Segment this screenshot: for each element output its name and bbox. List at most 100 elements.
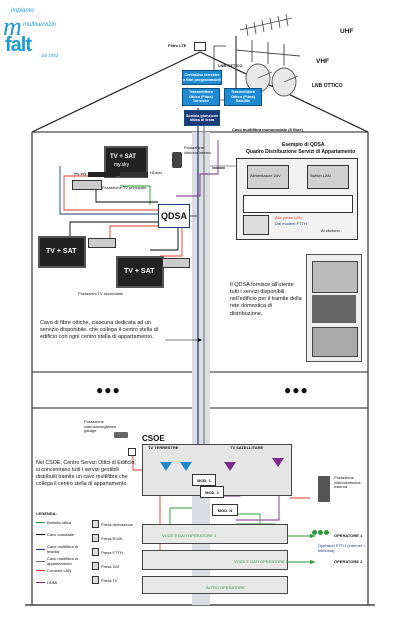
- videocit-panel: [318, 476, 330, 502]
- trasmettitore-sat: Trasmettitore Ottico (Fibra) Satellite: [224, 88, 262, 106]
- mod-1-box: MOD. 1: [192, 474, 216, 486]
- legend-presa-label: Presa TV: [101, 577, 118, 583]
- legend-presa-label: Presa RJ45: [101, 535, 122, 541]
- splitter-sat-2: [224, 462, 236, 471]
- roof-outline: [31, 51, 369, 133]
- vhf-label: VHF: [316, 58, 329, 65]
- operator-bar-2: [142, 550, 288, 570]
- legend-presa-item: Presa TV: [92, 576, 137, 584]
- tv-main-label: TV + SAT: [110, 154, 137, 160]
- intercom-phone: [172, 152, 182, 168]
- outlet-icon: [92, 562, 99, 570]
- vhf-antenna: [235, 40, 301, 66]
- legend-line-swatch: [36, 548, 45, 550]
- stb-hdbox: [120, 172, 148, 177]
- qdsa-example-alim: Alimentatore 24V: [247, 165, 289, 189]
- brand-name: falt: [5, 34, 32, 56]
- legend-line-item: Cavo multifibra di testata: [36, 544, 87, 554]
- cavo-mono-label: Cavo multifibra monomodale (8 fibre): [232, 127, 303, 132]
- stb-mysky: [88, 172, 116, 177]
- qdsa-box: QDSA: [158, 204, 190, 228]
- legend-presa-item: Presa FTTH: [92, 548, 137, 556]
- legend-line-label: Cordone LAN: [47, 568, 72, 573]
- legend-title: LEGENDA:: [36, 511, 57, 516]
- qdsa-photo: [306, 254, 362, 362]
- legend-line-item: Cavo multifibra di appartamento: [36, 556, 87, 566]
- legend-presa-label: Presa SAT: [101, 563, 121, 569]
- legend-line-swatch: [36, 582, 45, 583]
- legend-line-swatch: [36, 522, 45, 523]
- tv-right: TV + SAT: [116, 256, 164, 288]
- ftth-op-label: Operatori FTTH (Internet + telefonia): [318, 543, 366, 553]
- outlet-icon: [92, 534, 99, 542]
- mod-2-box: MOD. 2: [200, 486, 224, 498]
- legend-line-item: Bretella ottica: [36, 520, 87, 525]
- qdsa-example-row: [243, 195, 353, 213]
- altro-label: ALTRO OPERATORE: [206, 585, 245, 590]
- wall-sockets-right: [162, 258, 190, 268]
- floor-dots-left: ●●●: [96, 383, 121, 397]
- legend-presa-item: Presa RJ45: [92, 534, 137, 542]
- uhf-antenna: [239, 13, 293, 37]
- camera-icon: [114, 432, 128, 438]
- scatola-giunzione: Scatola giunzione ottica di testa: [184, 110, 220, 126]
- voce2-label: VOCE E DATI OPERATORE 2: [234, 559, 289, 564]
- tv-left: TV + SAT: [38, 236, 86, 268]
- splitter-terr: [160, 462, 172, 471]
- csoe-title: CSOE: [142, 434, 165, 443]
- splitter-sat-3: [272, 458, 284, 467]
- qdsa-example-citofono: Al citofono: [321, 228, 340, 233]
- postazione-int-label: Postazione citofono interno: [184, 145, 212, 155]
- legend-line-label: Cavo multifibra di testata: [47, 544, 78, 554]
- brand-line1: impianto: [11, 8, 34, 14]
- postazione-sec-label: Postazioni TV secondarie: [78, 291, 124, 296]
- wall-sockets-left: [88, 238, 116, 248]
- legend-line-label: Cavo coassiale: [47, 532, 75, 537]
- legend-line-label: Bretella ottica: [47, 520, 72, 525]
- splitter-sat-1: [180, 462, 192, 471]
- legend-line-label: Cavo multifibra di appartamento: [47, 556, 78, 566]
- trasmettitore-terr: Trasmettitore Ottico (Fibra) Terrestre: [182, 88, 220, 106]
- tv-right-label: TV + SAT: [124, 268, 155, 275]
- outlet-icon: [92, 520, 99, 528]
- centralino-module: Centralino terrestre a filtri programmab…: [182, 70, 222, 85]
- legend-line-swatch: [36, 534, 45, 535]
- legend-presa-label: Presa derivazione: [101, 521, 134, 527]
- operator-bar-3: [142, 576, 288, 594]
- filtro-lte-label: Filtro LTE: [168, 43, 187, 48]
- op1-label: OPERATORE 1: [334, 533, 363, 538]
- satellite-dishes: [245, 63, 299, 97]
- lnb-label: LNB OTTICO: [312, 83, 343, 89]
- brand-logo: impianto m multiservizio falt dal 1953: [3, 2, 73, 64]
- qdsa-example-switch: Switch LAN: [307, 165, 349, 189]
- qdsa-description: Il QDSA fornisce all'utente tutti i serv…: [230, 282, 302, 317]
- legend-line-item: Cavo coassiale: [36, 532, 87, 537]
- qdsa-example-modem: [243, 215, 269, 235]
- legend-line-swatch: [36, 570, 45, 571]
- filtro-lte-box: [194, 42, 206, 51]
- qdsa-example-ftth2: Dal modem FTTH: [275, 221, 307, 226]
- legend-presa-item: Presa derivazione: [92, 520, 137, 528]
- videocit-label: Postazione videocitofonica esterna: [334, 475, 361, 490]
- voce1-label: VOCE E DATI OPERATORE 1: [162, 533, 217, 538]
- uhf-label: UHF: [340, 28, 354, 35]
- csoe-description: Nel CSOE, Centro Servizi Ottici di Edifi…: [36, 460, 136, 487]
- mod-n-box: MOD. N: [212, 504, 238, 516]
- brand-since: dal 1953: [41, 53, 59, 58]
- qdsa-label: QDSA: [160, 211, 187, 221]
- stb-hdbox-label: HDbox: [150, 170, 163, 175]
- op2-label: OPERATORE 2: [334, 559, 363, 564]
- floor-dots-right: ●●●: [284, 383, 309, 397]
- outlet-icon: [92, 548, 99, 556]
- legend-line-label: HDMI: [47, 580, 58, 585]
- stb-mysky-label: my sky: [74, 171, 87, 176]
- legend-presa-item: Presa SAT: [92, 562, 137, 570]
- camera-junction: [128, 448, 136, 456]
- qdsa-example-subtitle: Quadro Distribuzione Servizi di Appartam…: [246, 149, 356, 155]
- legend-line-item: HDMI: [36, 580, 87, 585]
- brand-m-glyph: m: [3, 12, 22, 41]
- video-label: Postazione videosorveglianza garage: [84, 419, 117, 434]
- outlet-icon: [92, 576, 99, 584]
- operator-bar-1: [142, 524, 288, 544]
